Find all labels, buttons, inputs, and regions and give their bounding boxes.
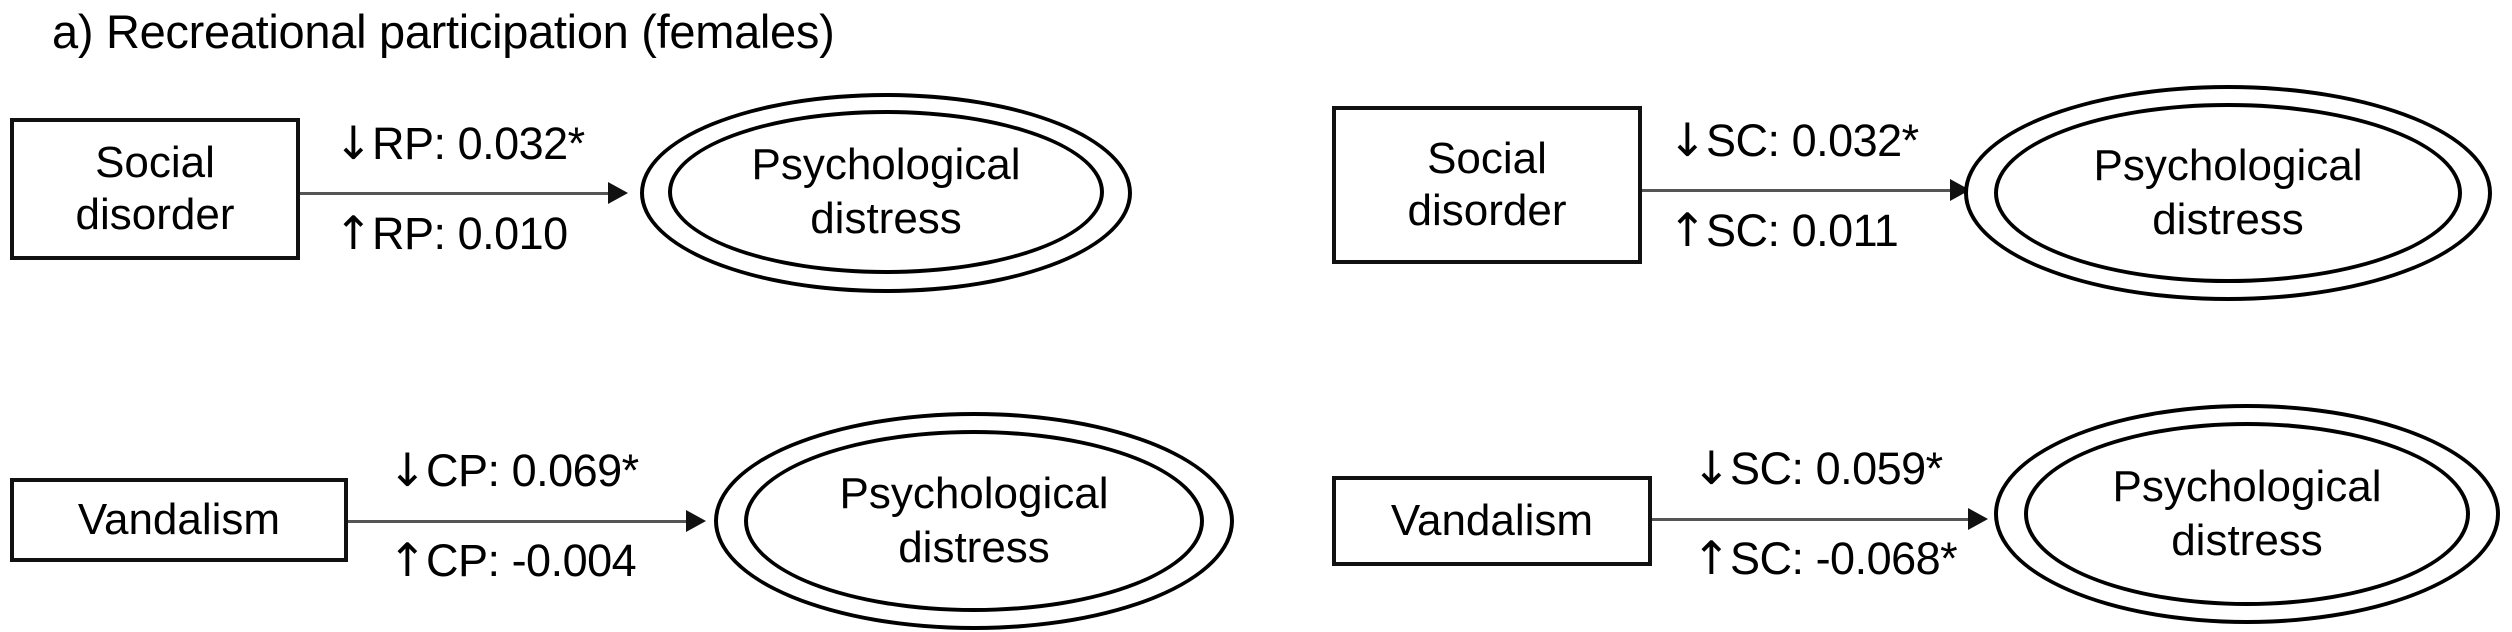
panel-c-arrow-head-icon: [686, 510, 706, 532]
panel-d-effect-up-text: SC: -0.068*: [1730, 533, 1958, 584]
panel-c-effect-down-label: ↓CP: 0.069*: [388, 447, 639, 493]
down-arrow-icon: ↓: [334, 116, 373, 170]
panel-a-effect-down-label: ↓RP: 0.032*: [334, 120, 585, 166]
up-arrow-icon: ↑: [388, 533, 427, 587]
panel-d-effect-down-text: SC: 0.059*: [1730, 443, 1943, 494]
up-arrow-icon: ↑: [1692, 531, 1731, 585]
panel-a-arrow-head-icon: [608, 182, 628, 204]
panel-d-effect-up-label: ↑SC: -0.068*: [1692, 533, 1958, 584]
down-arrow-icon: ↓: [388, 443, 427, 497]
panel-c-predictor-label: Vandalism: [77, 495, 281, 545]
panel-c-effect-up-label: ↑CP: -0.004: [388, 535, 637, 586]
panel-b-effect-down-label: ↓SC: 0.032*: [1668, 117, 1919, 163]
panel-b-arrow-line: [1642, 189, 1952, 192]
panel-d-effect-down-label: ↓SC: 0.059*: [1692, 445, 1943, 491]
panel-b-effect-down-text: SC: 0.032*: [1706, 115, 1919, 166]
panel-c-arrow-line: [348, 520, 688, 523]
panel-d-predictor-label: Vandalism: [1390, 496, 1594, 546]
panel-b-effect-up-text: SC: 0.011: [1706, 205, 1899, 256]
down-arrow-icon: ↓: [1692, 441, 1731, 495]
panel-b-effect-up-label: ↑SC: 0.011: [1668, 205, 1899, 256]
down-arrow-icon: ↓: [1668, 113, 1707, 167]
panel-d-arrow-line: [1652, 518, 1970, 521]
up-arrow-icon: ↑: [334, 206, 373, 260]
panel-a-effect-down-text: RP: 0.032*: [372, 118, 585, 169]
panel-d-arrow-head-icon: [1968, 508, 1988, 530]
up-arrow-icon: ↑: [1668, 203, 1707, 257]
panel-a-title: a) Recreational participation (females): [52, 5, 835, 58]
panel-a-effect-up-label: ↑RP: 0.010: [334, 210, 568, 256]
panel-a-effect-up-text: RP: 0.010: [372, 208, 568, 259]
panel-c-effect-down-text: CP: 0.069*: [426, 445, 639, 496]
panel-a: a) Recreational participation (females): [0, 0, 1256, 316]
panel-a-arrow-line: [300, 192, 610, 195]
panel-d-predictor-box: Vandalism: [1332, 476, 1652, 566]
panel-c-effect-up-text: CP: -0.004: [426, 535, 637, 586]
panel-c-predictor-box: Vandalism: [10, 478, 348, 562]
